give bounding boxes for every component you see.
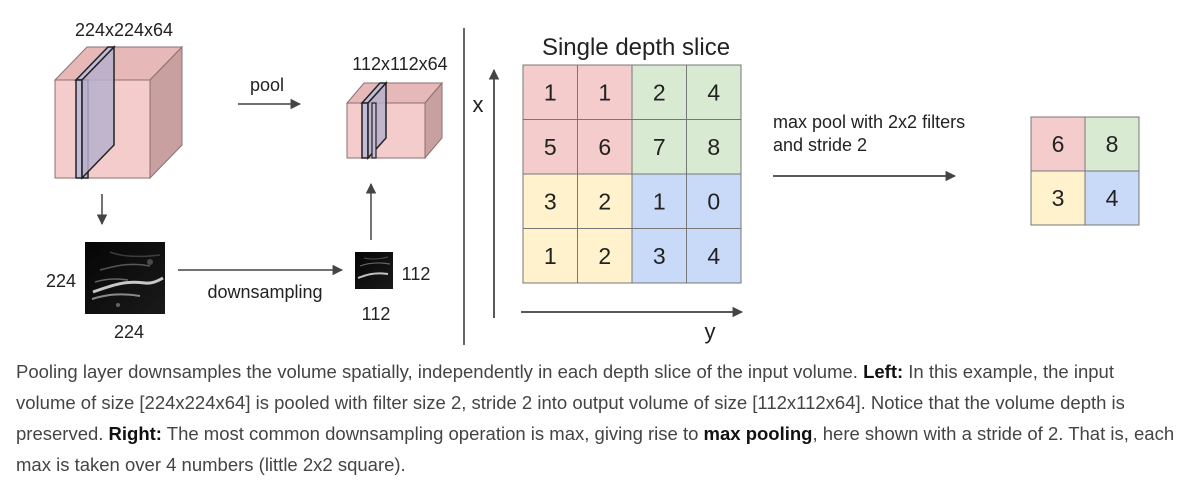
- caption-part4: , here shown with a stride of 2. That is…: [16, 423, 1175, 475]
- input-grid-cell-1-2: [631, 119, 687, 175]
- depth-slice-title: Single depth slice: [542, 34, 730, 61]
- input-slice-image: [85, 242, 165, 314]
- input-grid-value-2-1: 2: [598, 188, 611, 214]
- input-grid-cell-3-2: [631, 228, 687, 284]
- input-grid-cell-3-3: [686, 228, 742, 284]
- input-grid-cell-0-3: [686, 64, 742, 120]
- input-volume-label: 224x224x64: [75, 20, 173, 40]
- input-grid-value-0-2: 2: [653, 79, 666, 105]
- input-grid-value-3-0: 1: [544, 243, 557, 269]
- input-grid-cell-1-1: [577, 119, 633, 175]
- input-grid-cell-2-1: [577, 173, 633, 229]
- output-width-label: 112: [362, 304, 391, 324]
- input-grid-cell-1-0: [522, 119, 578, 175]
- caption-part2: In this example, the input volume of siz…: [16, 361, 1125, 444]
- input-height-label: 224: [46, 271, 76, 291]
- output-grid-cell-0-1: [1084, 116, 1140, 172]
- output-grid: 6 8 3 4: [1030, 116, 1140, 226]
- pooling-diagram: 224x224x64 pool 112x112x64 224 224 downs…: [46, 20, 1140, 345]
- input-volume-cube: [53, 45, 184, 180]
- input-grid-cell-1-3: [686, 119, 742, 175]
- output-grid-cell-1-1: [1084, 170, 1140, 226]
- output-grid-value-0-1: 8: [1106, 131, 1119, 157]
- output-grid-cell-1-0: [1030, 170, 1086, 226]
- figure-caption: Pooling layer downsamples the volume spa…: [16, 356, 1176, 480]
- input-grid-cell-0-2: [631, 64, 687, 120]
- input-grid-value-1-2: 7: [653, 134, 666, 160]
- input-grid-value-3-2: 3: [653, 243, 666, 269]
- input-grid-cell-3-1: [577, 228, 633, 284]
- input-grid-value-1-1: 6: [598, 134, 611, 160]
- output-grid-value-1-0: 3: [1052, 185, 1065, 211]
- input-grid-value-1-3: 8: [707, 134, 720, 160]
- input-grid-value-2-3: 0: [707, 188, 720, 214]
- output-grid-cell-0-0: [1030, 116, 1086, 172]
- output-volume-label: 112x112x64: [352, 54, 447, 74]
- input-grid-value-0-1: 1: [598, 79, 611, 105]
- input-grid-cell-2-3: [686, 173, 742, 229]
- x-axis-label: x: [473, 92, 484, 117]
- input-grid-value-2-0: 3: [544, 188, 557, 214]
- caption-max-pooling-bold: max pooling: [703, 423, 813, 444]
- output-grid-value-1-1: 4: [1106, 185, 1119, 211]
- input-grid-cell-2-2: [631, 173, 687, 229]
- output-height-label: 112: [402, 264, 431, 284]
- output-slice-image: [355, 252, 393, 289]
- input-grid-cell-2-0: [522, 173, 578, 229]
- caption-part1: Pooling layer downsamples the volume spa…: [16, 361, 864, 382]
- input-grid: 1 1 2 4 5 6 7 8 3 2 1 0 1 2 3 4: [522, 64, 742, 284]
- caption-left-bold: Left:: [863, 361, 904, 382]
- input-grid-value-3-3: 4: [707, 243, 720, 269]
- caption-right-bold: Right:: [108, 423, 162, 444]
- operation-label-line2: and stride 2: [773, 135, 867, 155]
- operation-label-line1: max pool with 2x2 filters: [773, 112, 965, 132]
- output-volume-cube: [345, 81, 444, 160]
- input-grid-value-0-3: 4: [707, 79, 720, 105]
- input-grid-value-3-1: 2: [598, 243, 611, 269]
- input-grid-value-0-0: 1: [544, 79, 557, 105]
- input-grid-cell-0-1: [577, 64, 633, 120]
- pool-label: pool: [250, 75, 284, 95]
- input-width-label: 224: [114, 322, 144, 342]
- output-grid-value-0-0: 6: [1052, 131, 1065, 157]
- input-grid-value-2-2: 1: [653, 188, 666, 214]
- input-grid-cell-3-0: [522, 228, 578, 284]
- y-axis-label: y: [705, 319, 716, 344]
- input-grid-value-1-0: 5: [544, 134, 557, 160]
- caption-part3: The most common downsampling operation i…: [161, 423, 704, 444]
- downsampling-label: downsampling: [207, 282, 322, 302]
